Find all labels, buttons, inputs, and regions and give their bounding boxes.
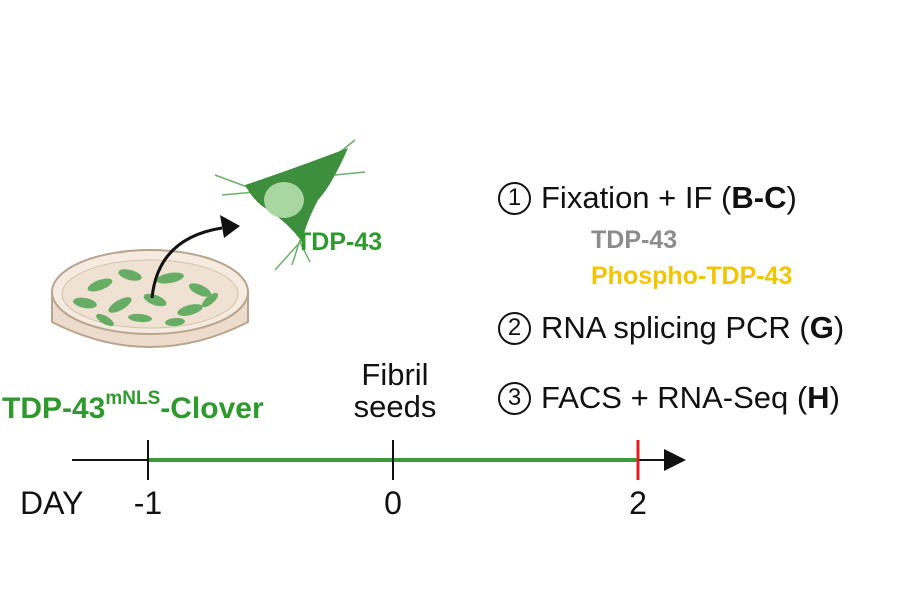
step-close: ): [786, 180, 797, 215]
fibril-seeds-line1: Fibril: [361, 357, 429, 392]
construct-prefix: TDP-43: [2, 392, 106, 425]
step-figure-ref: H: [807, 380, 830, 415]
step-figure-ref: B-C: [731, 180, 787, 215]
stain-label-tdp43: TDP-43: [591, 226, 678, 254]
step-figure-ref: G: [809, 310, 834, 345]
stain-label-phospho: Phospho-TDP-43: [591, 262, 793, 290]
timeline: [72, 440, 686, 480]
construct-superscript: mNLS: [105, 388, 161, 409]
tick-label-2: 2: [629, 485, 647, 521]
step-close: ): [833, 310, 845, 345]
construct-label: TDP-43mNLS-Clover: [2, 388, 264, 426]
step-1: 1 Fixation + IF (B-C): [498, 180, 797, 216]
curved-arrow-icon: [150, 226, 223, 299]
timeline-arrowhead-icon: [664, 449, 686, 471]
step-2: 2 RNA splicing PCR (G): [498, 310, 844, 346]
construct-suffix: -Clover: [160, 392, 264, 425]
tick-label-minus1: -1: [133, 485, 163, 521]
fibril-seeds-line2: seeds: [353, 389, 437, 424]
step-text: Fixation + IF (: [541, 180, 732, 215]
curved-arrow-head-icon: [220, 215, 240, 238]
cell-icon: [214, 139, 366, 271]
step-close: ): [829, 380, 840, 415]
step-number: 1: [498, 181, 531, 215]
fibril-seeds-label: Fibril seeds: [343, 359, 447, 423]
tick-label-0: 0: [384, 485, 402, 521]
petri-dish-icon: [51, 249, 249, 348]
step-text: RNA splicing PCR (: [541, 310, 810, 345]
step-text: FACS + RNA-Seq (: [541, 380, 808, 415]
axis-label-day: DAY: [20, 485, 84, 521]
cell-label: TDP-43: [296, 228, 383, 256]
step-number: 3: [498, 381, 531, 415]
step-number: 2: [498, 311, 531, 345]
step-3: 3 FACS + RNA-Seq (H): [498, 380, 840, 416]
